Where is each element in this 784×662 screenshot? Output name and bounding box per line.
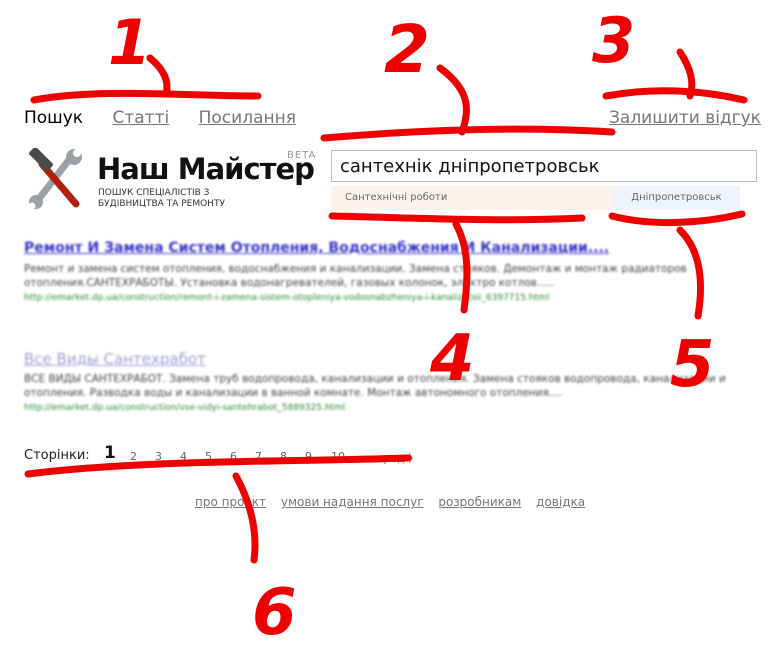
annotation-number-4: 4 (429, 322, 475, 396)
page-link[interactable]: 5 (205, 450, 212, 463)
nav-articles[interactable]: Статті (112, 108, 170, 128)
result-title[interactable]: Все Виды Сантехработ (24, 350, 206, 368)
logo-title: Наш Майстер (97, 152, 315, 186)
search-input[interactable] (331, 150, 757, 182)
footer-developers-link[interactable]: розробникам (438, 495, 522, 509)
annotation-4-underline (328, 212, 586, 314)
category-filter[interactable]: Сантехнічні роботи (331, 186, 613, 210)
annotation-number-5: 5 (670, 328, 715, 402)
annotation-1-underline (30, 54, 262, 104)
result-snippet: ВСЕ ВИДЫ САНТЕХРАБОТ. Замена труб водопр… (24, 373, 726, 399)
page-link[interactable]: 2 (130, 450, 137, 463)
result-snippet: Ремонт и замена систем отопления, водосн… (24, 263, 687, 289)
footer-help-link[interactable]: довідка (536, 495, 586, 509)
logo[interactable]: Наш Майстер BETA ПОШУК СПЕЦІАЛІСТІВ З БУ… (24, 148, 316, 214)
page-link[interactable]: 8 (280, 450, 287, 463)
annotation-number-1: 1 (108, 6, 151, 79)
page-link[interactable]: 7 (255, 450, 262, 463)
result-item: Все Виды Сантехработ ВСЕ ВИДЫ САНТЕХРАБО… (24, 350, 754, 413)
annotation-2-underline (320, 64, 616, 142)
tools-icon (28, 148, 82, 210)
pagination-label: Сторінки: (24, 448, 90, 463)
page-link[interactable]: 4 (180, 450, 187, 463)
annotation-number-3: 3 (592, 4, 635, 77)
city-filter[interactable]: Дніпропетровськ (613, 186, 740, 210)
top-nav: Пошук Статті Посилання (24, 108, 320, 128)
footer-terms-link[interactable]: умови надання послуг (280, 495, 424, 509)
annotation-number-6: 6 (252, 576, 297, 650)
annotation-number-2: 2 (384, 11, 430, 88)
page-link[interactable]: 6 (230, 450, 237, 463)
nav-search[interactable]: Пошук (24, 108, 84, 128)
beta-badge: BETA (287, 150, 317, 161)
result-url[interactable]: http://emarket.dp.ua/construction/vse-vi… (24, 403, 346, 413)
page-current: 1 (104, 443, 116, 463)
feedback-link[interactable]: Залишити відгук (609, 108, 761, 128)
page-link[interactable]: 9 (305, 450, 312, 463)
result-url[interactable]: http://emarket.dp.ua/construction/remont… (24, 293, 550, 303)
annotation-6-underline (24, 454, 412, 564)
logo-subtitle: ПОШУК СПЕЦІАЛІСТІВ З БУДІВНИЦТВА ТА РЕМО… (98, 188, 225, 209)
annotation-3-underline (602, 48, 748, 104)
nav-links[interactable]: Посилання (198, 108, 296, 128)
page-link[interactable]: 3 (155, 450, 162, 463)
annotation-5-underline (608, 210, 746, 320)
